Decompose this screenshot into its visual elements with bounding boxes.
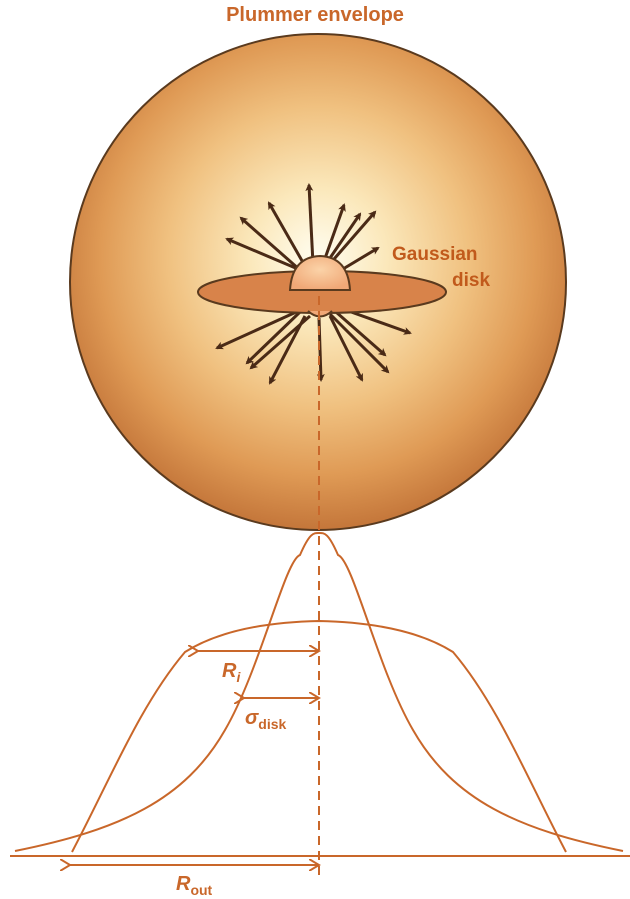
arrow-lower-9 [249, 314, 311, 370]
arrow-lower-1 [215, 306, 306, 350]
arrow-upper-1 [225, 237, 306, 274]
r-out-main: R [176, 873, 191, 895]
arrow-upper-8 [328, 212, 362, 259]
envelope-plummer-profile [71, 619, 567, 853]
arrow-lower-2 [245, 310, 302, 365]
disk-label-line2: disk [452, 270, 490, 291]
arrow-lower-5 [328, 315, 364, 382]
sigma-sub: disk [258, 716, 286, 732]
arrow-lower-6 [335, 310, 387, 357]
r-i-sub: i [236, 669, 241, 685]
arrow-upper-3 [267, 201, 307, 267]
outflow-arrows [215, 183, 412, 385]
r-out-sub: out [190, 882, 212, 898]
sigma-main: σ [245, 707, 259, 729]
diagram-title: Plummer envelope [226, 4, 404, 26]
arrow-upper-2 [239, 216, 301, 272]
disk-label-line1: Gaussian [392, 244, 478, 265]
r-i-label: Ri [222, 660, 241, 685]
arrow-lower-8 [328, 312, 390, 374]
r-i-main: R [222, 660, 237, 682]
disk-gaussian-profile [14, 531, 624, 852]
arrow-upper-4 [305, 183, 315, 265]
arrow-upper-6 [326, 210, 377, 267]
central-bump [288, 254, 352, 291]
arrow-upper-5 [321, 203, 346, 265]
r-out-label: Rout [176, 873, 213, 898]
sigma-disk-label: σdisk [245, 707, 287, 732]
